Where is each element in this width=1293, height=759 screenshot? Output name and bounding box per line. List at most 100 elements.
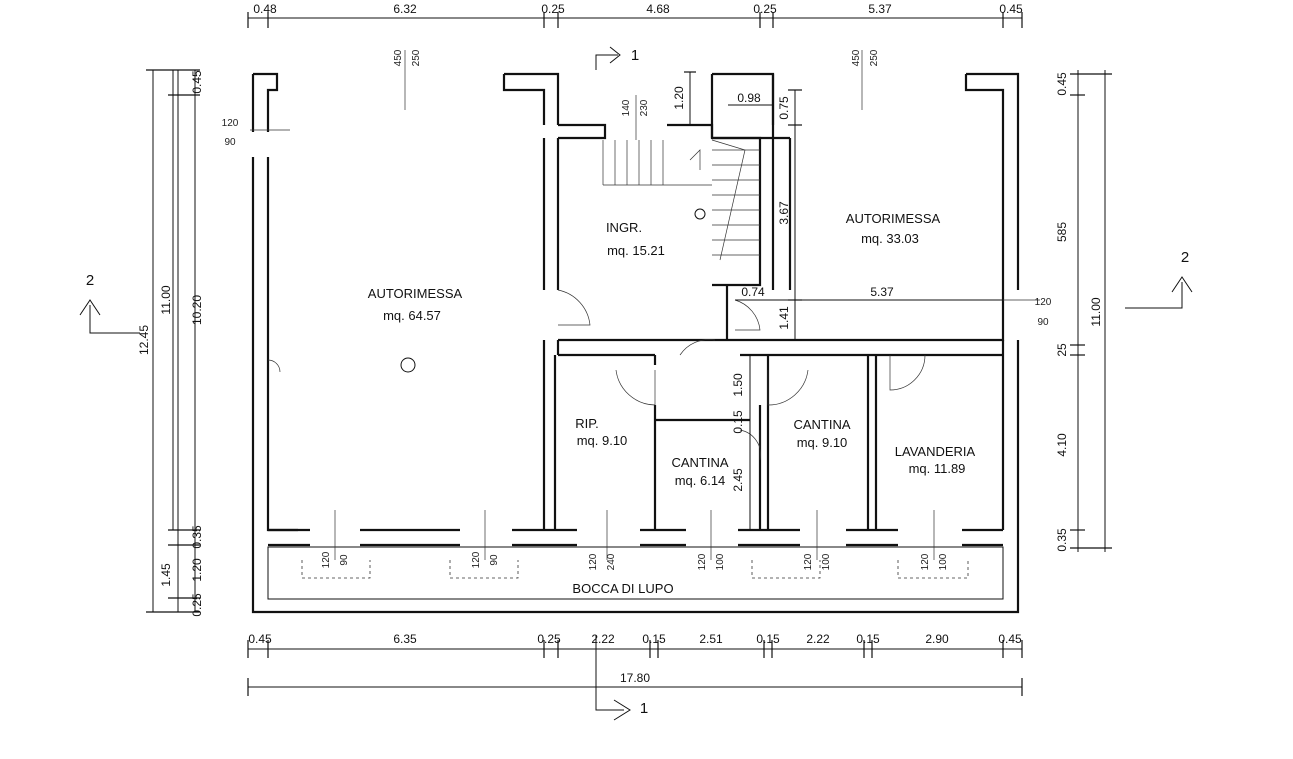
room-labels: AUTORIMESSA mq. 64.57 INGR. mq. 15.21 AU… [368,211,976,596]
top-dim-7: 0.45 [999,2,1023,16]
interior-dim-6: 5.37 [870,285,894,299]
interior-dim-4: 3.67 [777,201,791,225]
top-dim-2: 6.32 [393,2,417,16]
section-label-top: 1 [631,47,639,64]
right-dim-seg-3: 25 [1055,343,1069,357]
entrance-name: INGR. [606,220,642,235]
section-markers: 1 1 2 2 [79,46,1193,721]
left-dim-seg-4: 1.45 [159,563,173,587]
garage-big-name: AUTORIMESSA [368,286,463,301]
opening-b1-b: 90 [339,554,350,566]
right-dimension-lines: 0.45 585 25 4.10 0.35 11.00 [1055,70,1112,552]
bottom-dim-4: 2.22 [591,632,615,646]
top-dim-3: 0.25 [541,2,565,16]
garage-small-area: mq. 33.03 [861,231,919,246]
left-dim-mid: 11.00 [159,285,173,314]
opening-entrance-b: 230 [639,99,650,116]
opening-b6-a: 120 [920,553,931,570]
bottom-dim-6: 2.51 [699,632,723,646]
section-label-left: 2 [86,272,94,289]
top-dim-6: 5.37 [868,2,892,16]
interior-dim-9: 0.15 [731,410,745,434]
opening-b5-b: 100 [821,553,832,570]
cellar-right-name: CANTINA [793,417,850,432]
section-arrow-icon-bottom [595,635,631,721]
opening-top-left-b: 250 [411,49,422,66]
bottom-dim-2: 6.35 [393,632,417,646]
interior-dim-5: 0.74 [741,285,765,299]
opening-top-right-a: 450 [851,49,862,66]
interior-dimensions: 1.20 0.98 0.75 3.67 0.74 5.37 1.41 1.50 … [672,71,1003,530]
bottom-dim-7: 0.15 [756,632,780,646]
bottom-dim-1: 0.45 [248,632,272,646]
top-dim-4: 4.68 [646,2,670,16]
left-dim-seg-2: 0.35 [190,525,204,549]
opening-left-window-a: 120 [222,118,239,129]
opening-b5-a: 120 [803,553,814,570]
walls [251,72,1020,614]
cellar-mid-area: mq. 6.14 [675,473,726,488]
total-width: 17.80 [620,671,650,685]
opening-b4-b: 100 [715,553,726,570]
section-label-right: 2 [1181,249,1189,266]
interior-dim-8: 1.50 [731,373,745,397]
opening-entrance-a: 140 [621,99,632,116]
top-dimension-line: 0.48 6.32 0.25 4.68 0.25 5.37 0.45 [247,2,1023,28]
right-dim-seg-5: 0.35 [1055,528,1069,552]
left-dim-inner: 10.20 [190,295,204,325]
storage-area: mq. 9.10 [577,433,628,448]
section-arrow-icon-left [79,299,140,334]
garage-small-name: AUTORIMESSA [846,211,941,226]
opening-b2-a: 120 [471,551,482,568]
entrance-area: mq. 15.21 [607,243,665,258]
opening-top-right-b: 250 [869,49,880,66]
opening-b4-a: 120 [697,553,708,570]
section-arrow-icon-top [595,46,621,70]
section-arrow-icon-right [1125,276,1193,309]
left-dim-seg-3: 1.20 [190,558,204,582]
opening-b3-a: 120 [588,553,599,570]
opening-top-left-a: 450 [393,49,404,66]
right-dim-seg-4: 4.10 [1055,433,1069,457]
stair [602,139,760,261]
section-label-bottom: 1 [640,700,648,717]
opening-b1-a: 120 [321,551,332,568]
opening-right-window-b: 90 [1037,317,1049,328]
storage-name: RIP. [575,416,599,431]
right-dim-outer: 11.00 [1089,297,1103,326]
opening-markers [250,50,1040,579]
bottom-dim-10: 2.90 [925,632,949,646]
cellar-right-area: mq. 9.10 [797,435,848,450]
bottom-dim-8: 2.22 [806,632,830,646]
interior-dim-1: 1.20 [672,86,686,110]
laundry-name: LAVANDERIA [895,444,976,459]
left-dim-seg-5: 0.25 [190,593,204,617]
bottom-dim-9: 0.15 [856,632,880,646]
bottom-dim-11: 0.45 [998,632,1022,646]
light-well-name: BOCCA DI LUPO [572,581,673,596]
opening-labels: 450 250 450 250 140 230 120 90 120 90 12… [222,49,1052,570]
bottom-dimension-line: 0.45 6.35 0.25 2.22 0.15 2.51 0.15 2.22 … [247,632,1023,696]
opening-b6-b: 100 [938,553,949,570]
top-dim-5: 0.25 [753,2,777,16]
bottom-dim-3: 0.25 [537,632,561,646]
left-dim-outer: 12.45 [137,325,151,355]
bottom-dim-5: 0.15 [642,632,666,646]
interior-dim-2: 0.98 [737,91,761,105]
opening-left-window-b: 90 [224,137,236,148]
opening-b3-b: 240 [606,553,617,570]
left-dimension-lines: 12.45 11.00 10.20 0.45 0.35 1.20 1.45 0.… [137,69,204,617]
left-dim-seg-1: 0.45 [190,70,204,94]
top-dim-1: 0.48 [253,2,277,16]
interior-dim-7: 1.41 [777,306,791,330]
opening-b2-b: 90 [489,554,500,566]
interior-dim-10: 2.45 [731,468,745,492]
cellar-mid-name: CANTINA [671,455,728,470]
right-dim-seg-1: 0.45 [1055,72,1069,96]
laundry-area: mq. 11.89 [909,461,966,476]
opening-right-window-a: 120 [1035,297,1052,308]
doors [267,289,926,461]
right-dim-seg-2: 585 [1055,222,1069,242]
interior-dim-3: 0.75 [777,96,791,120]
